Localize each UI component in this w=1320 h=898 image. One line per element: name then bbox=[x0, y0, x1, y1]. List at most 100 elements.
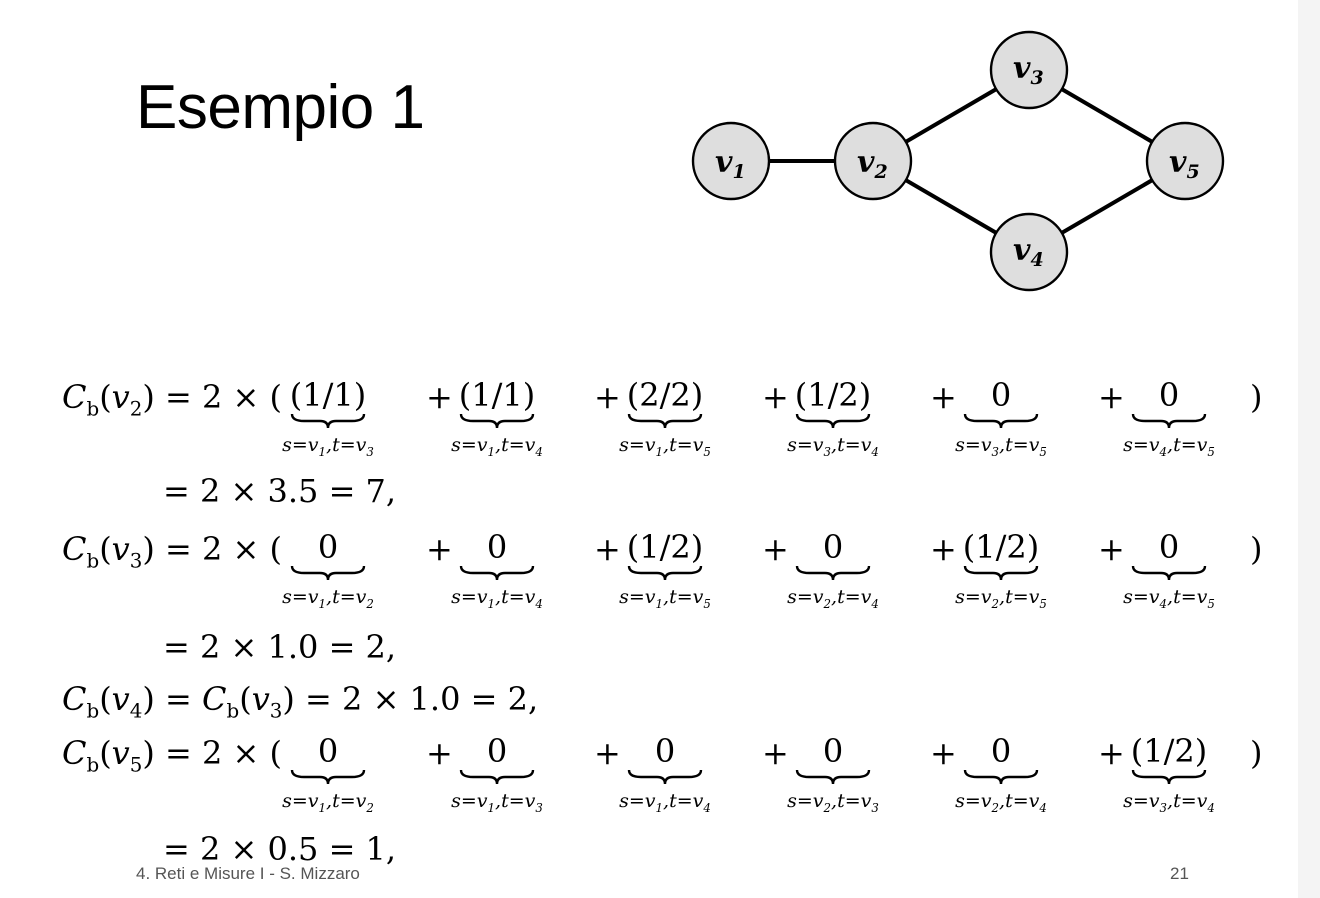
equation-cb-v4: Cb(v4) = Cb(v3) = 2 × 1.0 = 2, bbox=[62, 680, 539, 723]
term-pair-label: s=v1,t=v5 bbox=[619, 586, 711, 611]
plus-operator: + bbox=[762, 734, 789, 772]
svg-text:v4: v4 bbox=[1013, 233, 1044, 271]
underbrace-term: (1/2) s=v3,t=v4 bbox=[1104, 734, 1234, 819]
underbrace-icon bbox=[290, 565, 366, 581]
term-pair-label: s=v1,t=v2 bbox=[282, 790, 374, 815]
term-value: 0 bbox=[1158, 528, 1180, 566]
term-pair-label: s=v1,t=v3 bbox=[282, 434, 374, 459]
term-pair-label: s=v1,t=v3 bbox=[451, 790, 543, 815]
term-pair-label: s=v2,t=v4 bbox=[955, 790, 1047, 815]
underbrace-term: (1/1) s=v1,t=v4 bbox=[432, 378, 562, 463]
term-pair-label: s=v3,t=v5 bbox=[955, 434, 1047, 459]
term-value: (1/1) bbox=[458, 376, 536, 414]
underbrace-icon bbox=[459, 769, 535, 785]
plus-operator: + bbox=[594, 734, 621, 772]
term-pair-label: s=v3,t=v4 bbox=[787, 434, 879, 459]
plus-operator: + bbox=[930, 530, 957, 568]
term-value: 0 bbox=[990, 376, 1012, 414]
term-value: 0 bbox=[317, 528, 339, 566]
underbrace-icon bbox=[1131, 413, 1207, 429]
underbrace-icon bbox=[963, 413, 1039, 429]
node-v2: v2 bbox=[833, 121, 913, 201]
underbrace-term: (2/2)s=v1,t=v5 bbox=[600, 378, 730, 463]
node-v1-letter: v bbox=[715, 145, 733, 180]
node-v5-sub: 5 bbox=[1186, 161, 1199, 183]
plus-operator: + bbox=[426, 734, 453, 772]
term-value: 0 bbox=[486, 528, 508, 566]
node-v3-letter: v bbox=[1013, 51, 1031, 86]
underbrace-icon bbox=[459, 565, 535, 581]
term-pair-label: s=v1,t=v4 bbox=[451, 434, 543, 459]
plus-operator: + bbox=[1098, 530, 1125, 568]
term-value: 0 bbox=[654, 732, 676, 770]
node-v1-sub: 1 bbox=[732, 161, 745, 183]
equation-cb-v3-result: = 2 × 1.0 = 2, bbox=[163, 628, 397, 666]
equation-cb-v5-result: = 2 × 0.5 = 1, bbox=[163, 830, 397, 868]
svg-text:v5: v5 bbox=[1169, 145, 1200, 183]
term-pair-label: s=v4,t=v5 bbox=[1123, 586, 1215, 611]
term-pair-label: s=v1,t=v5 bbox=[619, 434, 711, 459]
underbrace-term: 0 s=v2,t=v3 bbox=[768, 734, 898, 819]
node-v2-letter: v bbox=[857, 145, 875, 180]
term-value: (1/2) bbox=[962, 528, 1040, 566]
underbrace-term: (1/2) s=v1,t=v5 bbox=[600, 530, 730, 615]
svg-text:v3: v3 bbox=[1013, 51, 1044, 89]
underbrace-term: 0 s=v3,t=v5 bbox=[936, 378, 1066, 463]
closing-paren: ) bbox=[1250, 378, 1263, 416]
term-value: 0 bbox=[990, 732, 1012, 770]
term-pair-label: s=v2,t=v3 bbox=[787, 790, 879, 815]
slide-title: Esempio 1 bbox=[136, 73, 425, 142]
term-value: (1/1) bbox=[289, 376, 367, 414]
term-value: 0 bbox=[317, 732, 339, 770]
underbrace-icon bbox=[1131, 769, 1207, 785]
term-pair-label: s=v2,t=v5 bbox=[955, 586, 1047, 611]
underbrace-icon bbox=[795, 565, 871, 581]
node-v4-sub: 4 bbox=[1030, 249, 1043, 271]
underbrace-term: (1/2) s=v2,t=v5 bbox=[936, 530, 1066, 615]
node-v1: v1 bbox=[691, 121, 771, 201]
node-v4-letter: v bbox=[1013, 233, 1031, 268]
footer-course: 4. Reti e Misure I - S. Mizzaro bbox=[136, 864, 360, 883]
underbrace-icon bbox=[290, 413, 366, 429]
underbrace-icon bbox=[1131, 565, 1207, 581]
page-number: 21 bbox=[1170, 864, 1189, 883]
underbrace-icon bbox=[627, 565, 703, 581]
underbrace-icon bbox=[627, 413, 703, 429]
node-v3-sub: 3 bbox=[1030, 67, 1043, 89]
underbrace-term: (1/2)s=v3,t=v4 bbox=[768, 378, 898, 463]
term-value: (1/2) bbox=[626, 528, 704, 566]
scrollbar-track[interactable] bbox=[1298, 0, 1320, 898]
underbrace-icon bbox=[963, 565, 1039, 581]
term-value: 0 bbox=[822, 732, 844, 770]
plus-operator: + bbox=[426, 378, 453, 416]
node-v3: v3 bbox=[989, 30, 1069, 110]
term-value: (1/2) bbox=[1130, 732, 1208, 770]
plus-operator: + bbox=[762, 530, 789, 568]
svg-text:v2: v2 bbox=[857, 145, 888, 183]
underbrace-icon bbox=[795, 769, 871, 785]
plus-operator: + bbox=[762, 378, 789, 416]
node-v4: v4 bbox=[989, 212, 1069, 292]
equation-lhs: Cb(v5) = 2 × ( bbox=[62, 734, 283, 777]
closing-paren: ) bbox=[1250, 530, 1263, 568]
equation-lhs: Cb(v2) = 2 × ( bbox=[62, 378, 283, 421]
term-value: 0 bbox=[822, 528, 844, 566]
svg-text:v1: v1 bbox=[715, 145, 746, 183]
closing-paren: ) bbox=[1250, 734, 1263, 772]
term-pair-label: s=v2,t=v4 bbox=[787, 586, 879, 611]
underbrace-term: 0 s=v4,t=v5 bbox=[1104, 530, 1234, 615]
node-v5-letter: v bbox=[1169, 145, 1187, 180]
equation-lhs: Cb(v3) = 2 × ( bbox=[62, 530, 283, 573]
term-pair-label: s=v4,t=v5 bbox=[1123, 434, 1215, 459]
equation-cb-v2: Cb(v2) = 2 × ((1/1)s=v1,t=v3+(1/1)s=v1,t… bbox=[62, 378, 1282, 468]
node-v2-sub: 2 bbox=[873, 161, 887, 183]
plus-operator: + bbox=[1098, 734, 1125, 772]
graph-diagram: v1 v2 v3 v4 v5 bbox=[691, 30, 1225, 292]
underbrace-term: 0 s=v2,t=v4 bbox=[936, 734, 1066, 819]
term-pair-label: s=v3,t=v4 bbox=[1123, 790, 1215, 815]
